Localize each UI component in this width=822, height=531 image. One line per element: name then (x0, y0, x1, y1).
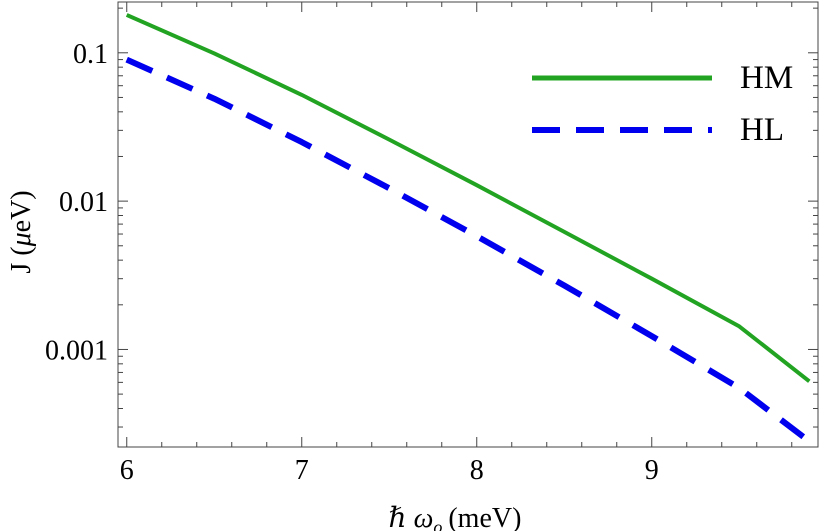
axis-ticks (118, 2, 818, 447)
x-axis-label-unit: (meV) (448, 503, 521, 531)
x-tick-label: 7 (295, 455, 309, 486)
x-tick-label: 8 (470, 455, 484, 486)
legend: HM HL (532, 60, 793, 148)
series-line-hm (125, 13, 811, 383)
x-tick-label: 9 (645, 455, 659, 486)
x-axis-label-symbol: ℏ ω (389, 503, 434, 531)
y-tick-label: 0.1 (73, 39, 108, 70)
x-axis-label: ℏ ωo (meV) (389, 503, 522, 531)
tick-labels: 6 7 8 9 0.1 0.01 0.001 (45, 39, 659, 486)
legend-label-hm: HM (740, 60, 793, 96)
legend-label-hl: HL (740, 112, 784, 148)
y-axis-label-symbol: J ( (6, 246, 37, 273)
y-axis-label-unit: eV) (6, 190, 37, 232)
series-group (125, 13, 812, 444)
y-tick-label: 0.01 (59, 187, 108, 218)
y-axis-label-mu: μ (6, 232, 37, 247)
y-tick-label: 0.001 (45, 335, 108, 366)
x-axis-label-subscript: o (433, 517, 442, 531)
series-line-hl (125, 56, 812, 444)
x-tick-label: 6 (120, 455, 134, 486)
y-axis-label: J (μeV) (6, 190, 37, 273)
plot-frame (117, 1, 819, 448)
